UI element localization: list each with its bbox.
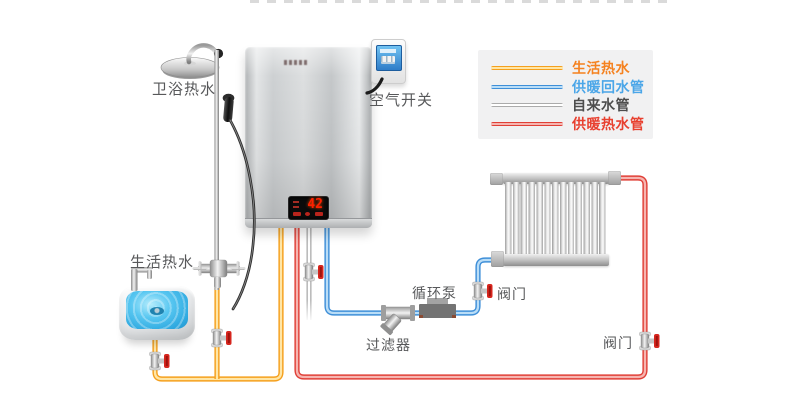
water-heater: 42 — [245, 47, 372, 228]
air-switch-window — [376, 45, 402, 71]
label-circulation-pump: 循环泵 — [412, 285, 457, 301]
temperature-readout: 42 — [307, 197, 323, 212]
hand-shower-head — [222, 93, 235, 103]
label-return-valve: 阀门 — [603, 335, 633, 351]
sink-drain — [150, 307, 164, 315]
radiator — [490, 171, 621, 268]
legend-label: 自来水管 — [572, 97, 630, 114]
legend-line-red — [491, 121, 563, 126]
legend-label: 供暖回水管 — [572, 78, 645, 95]
mixer-handle-left — [192, 261, 208, 276]
valve-sink — [149, 351, 170, 371]
legend-line-orange — [491, 66, 563, 71]
heater-display: 42 — [288, 196, 329, 220]
shower-head-cap — [184, 61, 196, 66]
heater-button — [293, 212, 301, 216]
legend: 生活热水 供暖回水管 自来水管 供暖热水管 — [478, 50, 653, 139]
valve-tap-water — [303, 262, 324, 282]
radiator-fins — [505, 182, 607, 256]
legend-label: 供暖热水管 — [572, 115, 645, 132]
legend-label: 生活热水 — [572, 60, 630, 77]
legend-line-gray — [491, 103, 563, 108]
sink-basin — [119, 286, 195, 340]
display-indicator — [293, 201, 299, 203]
label-air-switch: 空气开关 — [369, 92, 434, 109]
pipe-tap-water — [303, 227, 315, 322]
radiator-bottom-bar — [503, 254, 609, 266]
legend-item-tap-water: 自来水管 — [491, 96, 653, 115]
filter — [380, 305, 415, 336]
label-shower-hot-water: 卫浴热水 — [152, 81, 217, 98]
valve-shower — [211, 328, 232, 348]
mixer-handle-right — [230, 261, 246, 276]
mixer-handle-left-shade — [193, 262, 207, 275]
legend-line-blue — [491, 84, 563, 89]
shower-head — [160, 57, 220, 78]
brand-logo — [284, 60, 307, 65]
radiator-plug — [490, 173, 503, 185]
mixer-outlet — [214, 277, 221, 288]
sink-water — [126, 291, 188, 329]
legend-item-domestic-hot-water: 生活热水 — [491, 59, 653, 78]
label-sink-hot-water: 生活热水 — [130, 254, 195, 271]
shower-arm — [186, 43, 220, 65]
shower-head-underside — [162, 62, 218, 79]
display-indicator — [293, 206, 299, 208]
breaker-top — [380, 49, 396, 53]
label-filter: 过滤器 — [366, 337, 411, 353]
radiator-top-bar — [503, 173, 609, 184]
radiator-outlet-connector — [491, 251, 504, 267]
joint-highlight — [215, 50, 219, 54]
heater-button — [315, 212, 323, 216]
valve-radiator-return — [472, 281, 493, 301]
mixer-body — [209, 259, 228, 278]
label-radiator-valve: 阀门 — [497, 286, 527, 302]
breaker-body — [381, 56, 395, 64]
heater-button — [305, 212, 310, 216]
valve-heating-supply — [639, 331, 660, 351]
mixer-handle-right-shade — [231, 262, 245, 275]
cropped-title-remnant — [250, 0, 670, 3]
hand-shower-handle — [223, 97, 234, 123]
legend-item-heating-supply: 供暖热水管 — [491, 115, 653, 134]
shower-arm-joint — [213, 48, 224, 59]
mixer-bar — [197, 263, 241, 274]
air-switch-box — [371, 39, 406, 84]
legend-item-heating-return: 供暖回水管 — [491, 78, 653, 97]
radiator-inlet-connector — [608, 171, 621, 185]
